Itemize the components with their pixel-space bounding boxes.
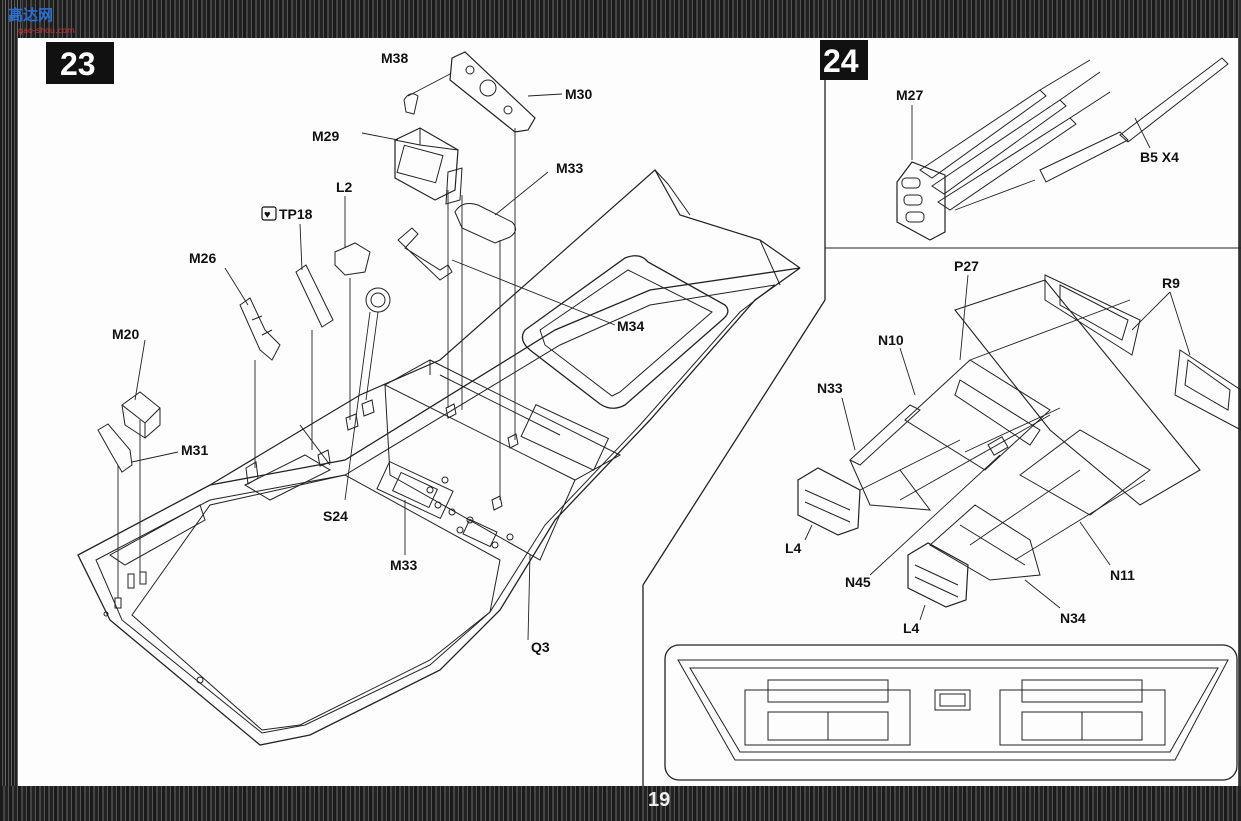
label-m26: M26 (189, 250, 216, 266)
label-m29: M29 (312, 128, 339, 144)
label-q3: Q3 (531, 639, 550, 655)
watermark-url: gao-shou.com (18, 26, 75, 35)
part-l4-b (907, 542, 969, 608)
step-24-number: 24 (823, 43, 859, 79)
label-n11: N11 (1110, 567, 1135, 583)
inset-box (664, 644, 1238, 781)
seat-frames (849, 359, 1151, 581)
label-r9: R9 (1162, 275, 1180, 291)
step-24-badge (820, 40, 868, 80)
inset-seat-left (744, 679, 911, 746)
floor-studs (426, 476, 514, 549)
label-l2: L2 (336, 179, 353, 195)
part-m31 (97, 423, 133, 473)
label-tp18: TP18 (279, 206, 313, 222)
label-m38: M38 (381, 50, 408, 66)
part-tp18 (295, 264, 334, 328)
label-m31: M31 (181, 442, 208, 458)
part-m27 (896, 161, 946, 241)
page-number: 19 (648, 789, 670, 811)
label-n33: N33 (817, 380, 843, 396)
label-b5: B5 X4 (1140, 149, 1179, 165)
part-m30 (449, 51, 536, 133)
step-23-diagram (77, 51, 801, 746)
step-24-diagram (664, 57, 1241, 781)
part-n45 (987, 436, 1009, 456)
heart-icon-box (261, 206, 277, 221)
part-p27-frame (954, 279, 1201, 506)
step-24-leaders (804, 274, 1191, 621)
scan-border-left (0, 0, 22, 821)
label-n45: N45 (845, 574, 871, 590)
step-23-badge (46, 42, 114, 84)
launcher-tubes (919, 57, 1229, 211)
step-23-number: 23 (60, 46, 96, 82)
step-23-leaders (117, 73, 616, 641)
label-m33-top: M33 (556, 160, 583, 176)
part-m29 (394, 127, 459, 201)
label-m33-bottom: M33 (390, 557, 417, 573)
part-m38 (403, 93, 419, 115)
label-l4-a: L4 (785, 540, 802, 556)
label-m34: M34 (617, 318, 644, 334)
label-n10: N10 (878, 332, 904, 348)
part-m26 (239, 297, 281, 361)
paper-sheet (18, 38, 1238, 788)
label-l4-b: L4 (903, 620, 920, 636)
part-m20 (121, 391, 161, 424)
inset-seat-right (999, 679, 1166, 746)
label-m27: M27 (896, 87, 923, 103)
label-m20: M20 (112, 326, 139, 342)
part-l4-a (797, 467, 861, 536)
label-m30: M30 (565, 86, 592, 102)
scan-border-top (0, 0, 1241, 40)
label-s24: S24 (323, 508, 348, 524)
part-r9 (1174, 349, 1241, 431)
part-m33-top (454, 203, 516, 244)
scan-border-bottom (0, 786, 1241, 821)
watermark-logo: 高达网 (8, 6, 54, 24)
part-l2 (334, 242, 371, 276)
label-p27: P27 (954, 258, 979, 274)
heart-icon: ♥ (264, 209, 271, 221)
part-light (365, 287, 391, 313)
part-handle (397, 227, 453, 281)
inset-n45 (934, 689, 971, 711)
label-n34: N34 (1060, 610, 1086, 626)
